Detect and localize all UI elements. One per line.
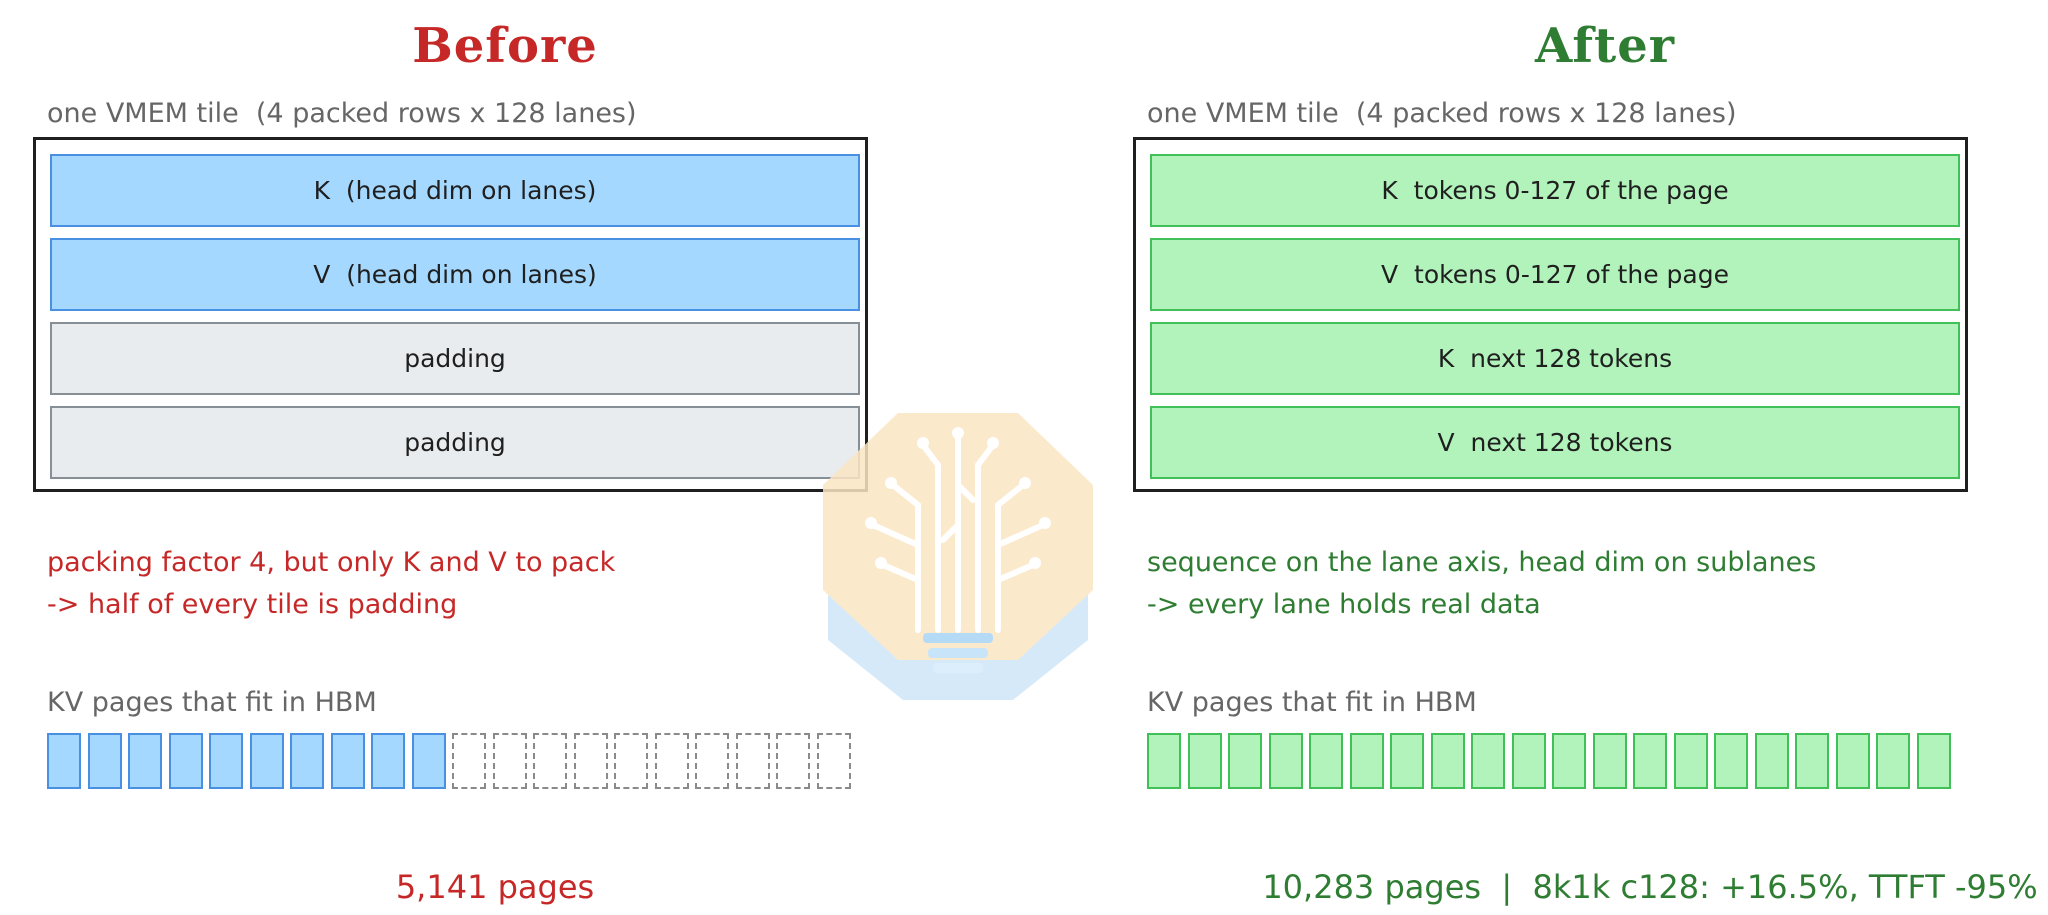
after-panel: After one VMEM tile (4 packed rows x 128… — [1100, 0, 2048, 915]
empty-page-slot — [817, 733, 851, 789]
kv-page-cell — [1147, 733, 1181, 789]
empty-page-slot — [695, 733, 729, 789]
before-hbm-caption: KV pages that fit in HBM — [47, 687, 377, 718]
before-pages-strip — [47, 733, 897, 789]
before-tile-row: K (head dim on lanes) — [50, 154, 860, 227]
after-note-line-1: sequence on the lane axis, head dim on s… — [1147, 547, 1817, 578]
kv-page-cell — [1471, 733, 1505, 789]
before-note-line-1: packing factor 4, but only K and V to pa… — [47, 547, 616, 578]
kv-page-cell — [1917, 733, 1951, 789]
kv-page-cell — [1552, 733, 1586, 789]
before-footer: 5,141 pages — [395, 868, 595, 906]
kv-page-cell — [169, 733, 203, 789]
lightbulb-circuit-tree-icon — [823, 413, 1093, 700]
kv-page-cell — [1350, 733, 1384, 789]
after-tile-row: K tokens 0-127 of the page — [1150, 154, 1960, 227]
kv-page-cell — [1228, 733, 1262, 789]
kv-page-cell — [1876, 733, 1910, 789]
after-pages-strip — [1147, 733, 1997, 789]
before-vmem-tile: K (head dim on lanes) V (head dim on lan… — [33, 137, 868, 492]
before-title: Before — [412, 18, 598, 74]
kv-page-cell — [88, 733, 122, 789]
empty-page-slot — [533, 733, 567, 789]
after-hbm-caption: KV pages that fit in HBM — [1147, 687, 1477, 718]
kv-page-cell — [1431, 733, 1465, 789]
empty-page-slot — [776, 733, 810, 789]
empty-page-slot — [614, 733, 648, 789]
kv-page-cell — [47, 733, 81, 789]
after-vmem-tile: K tokens 0-127 of the page V tokens 0-12… — [1133, 137, 1968, 492]
after-tile-caption: one VMEM tile (4 packed rows x 128 lanes… — [1147, 98, 1737, 129]
kv-page-cell — [209, 733, 243, 789]
kv-page-cell — [1714, 733, 1748, 789]
before-tile-row: V (head dim on lanes) — [50, 238, 860, 311]
kv-page-cell — [1674, 733, 1708, 789]
kv-page-cell — [1593, 733, 1627, 789]
after-title: After — [1534, 18, 1676, 74]
before-tile-caption: one VMEM tile (4 packed rows x 128 lanes… — [47, 98, 637, 129]
kv-page-cell — [1269, 733, 1303, 789]
kv-page-cell — [1188, 733, 1222, 789]
empty-page-slot — [736, 733, 770, 789]
kv-page-cell — [331, 733, 365, 789]
kv-page-cell — [1795, 733, 1829, 789]
after-tile-row: V tokens 0-127 of the page — [1150, 238, 1960, 311]
after-note-line-2: -> every lane holds real data — [1147, 589, 1541, 620]
before-tile-row: padding — [50, 322, 860, 395]
empty-page-slot — [452, 733, 486, 789]
kv-page-cell — [1390, 733, 1424, 789]
before-note-line-2: -> half of every tile is padding — [47, 589, 458, 620]
kv-page-cell — [250, 733, 284, 789]
after-tile-row: V next 128 tokens — [1150, 406, 1960, 479]
empty-page-slot — [574, 733, 608, 789]
kv-page-cell — [1836, 733, 1870, 789]
kv-page-cell — [128, 733, 162, 789]
before-tile-row: padding — [50, 406, 860, 479]
kv-page-cell — [1512, 733, 1546, 789]
kv-page-cell — [1633, 733, 1667, 789]
empty-page-slot — [493, 733, 527, 789]
after-footer: 10,283 pages | 8k1k c128: +16.5%, TTFT -… — [1262, 868, 2038, 906]
kv-page-cell — [412, 733, 446, 789]
after-tile-row: K next 128 tokens — [1150, 322, 1960, 395]
empty-page-slot — [655, 733, 689, 789]
before-panel: Before one VMEM tile (4 packed rows x 12… — [0, 0, 1010, 915]
kv-page-cell — [371, 733, 405, 789]
kv-page-cell — [290, 733, 324, 789]
kv-page-cell — [1755, 733, 1789, 789]
kv-page-cell — [1309, 733, 1343, 789]
